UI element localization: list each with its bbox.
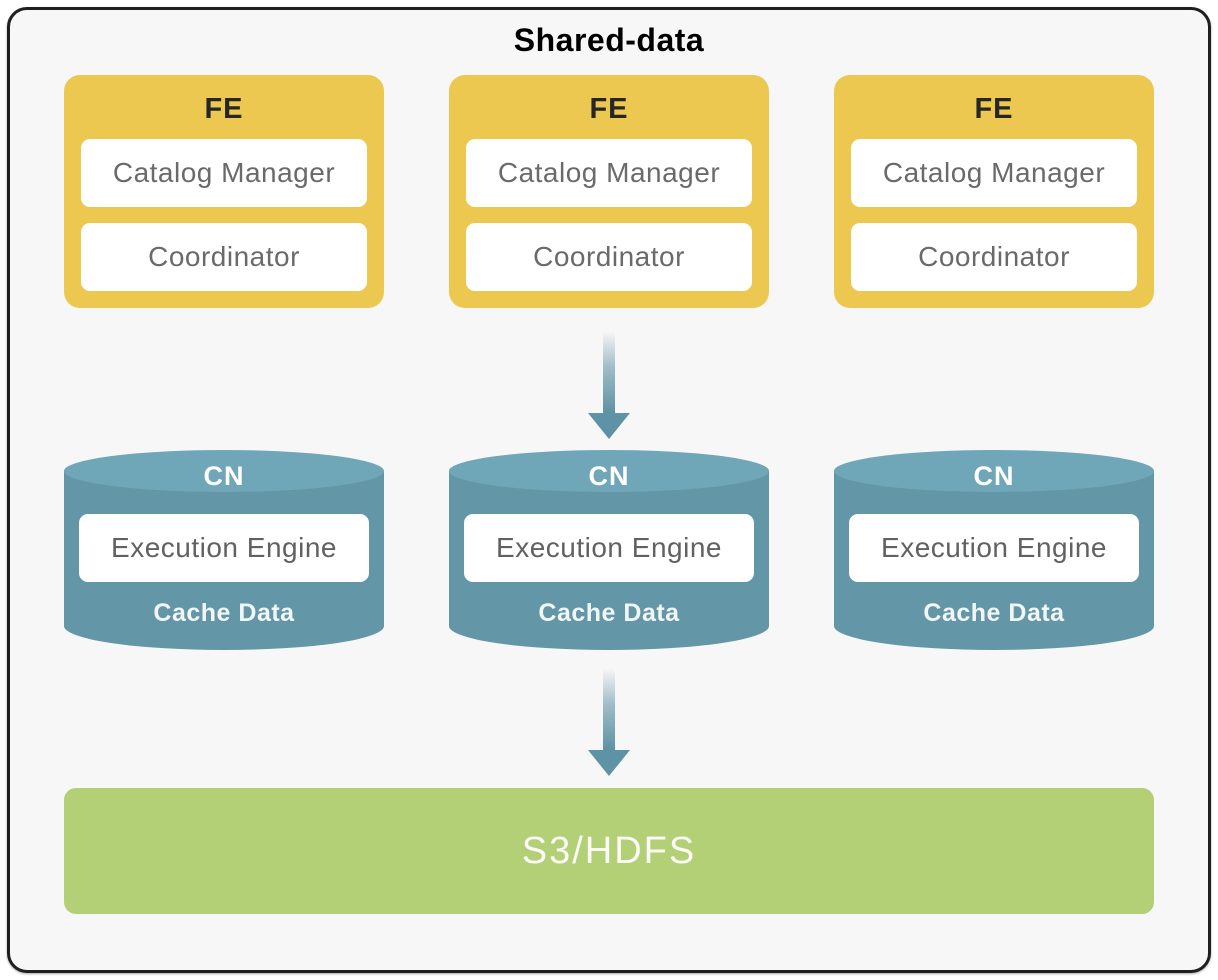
cn-node-label: CN xyxy=(203,461,245,491)
coordinator-box: Coordinator xyxy=(851,223,1137,291)
fe-node-3: FE Catalog Manager Coordinator xyxy=(834,75,1154,308)
cylinder-top xyxy=(834,450,1154,492)
fe-row: FE Catalog Manager Coordinator FE Catalo… xyxy=(64,75,1154,308)
fe-node-2: FE Catalog Manager Coordinator xyxy=(449,75,769,308)
catalog-manager-box: Catalog Manager xyxy=(851,139,1137,207)
coordinator-box: Coordinator xyxy=(466,223,752,291)
execution-engine-box: Execution Engine xyxy=(849,514,1139,582)
cache-data-label: Cache Data xyxy=(153,599,295,627)
cn-node-2: CN Execution Engine Cache Data xyxy=(449,450,769,650)
fe-node-label: FE xyxy=(974,93,1014,125)
cn-node-3: CN Execution Engine Cache Data xyxy=(834,450,1154,650)
fe-node-label: FE xyxy=(204,93,244,125)
fe-node-label: FE xyxy=(589,93,629,125)
cn-node-label: CN xyxy=(588,461,630,491)
cache-data-label: Cache Data xyxy=(538,599,680,627)
catalog-manager-box: Catalog Manager xyxy=(466,139,752,207)
cylinder-top xyxy=(449,450,769,492)
catalog-manager-box: Catalog Manager xyxy=(81,139,367,207)
cn-row: CN Execution Engine Cache Data CN Execut… xyxy=(64,450,1154,650)
diagram-title: Shared-data xyxy=(513,22,705,58)
coordinator-box: Coordinator xyxy=(81,223,367,291)
cylinder-top xyxy=(64,450,384,492)
cn-node-1: CN Execution Engine Cache Data xyxy=(64,450,384,650)
cache-data-label: Cache Data xyxy=(923,599,1065,627)
execution-engine-box: Execution Engine xyxy=(464,514,754,582)
storage-node: S3/HDFS xyxy=(64,788,1154,914)
cn-node-label: CN xyxy=(973,461,1015,491)
execution-engine-box: Execution Engine xyxy=(79,514,369,582)
fe-node-1: FE Catalog Manager Coordinator xyxy=(64,75,384,308)
